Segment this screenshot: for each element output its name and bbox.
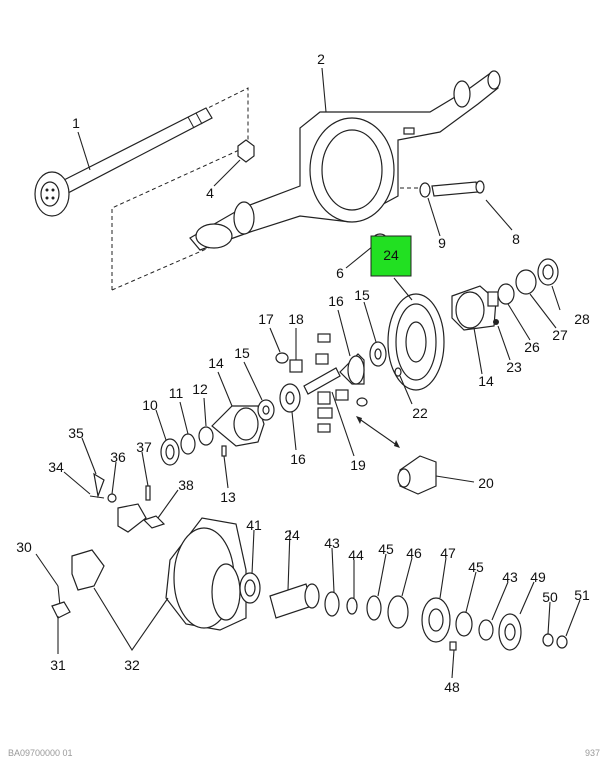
callout-32: 32 [124,657,140,673]
callout-15-lower: 15 [234,345,250,361]
axle-housing[interactable] [189,70,501,251]
callout-45-right: 45 [468,559,484,575]
callout-45-left: 45 [378,541,394,557]
highlight-box-24[interactable]: 24 [370,235,412,277]
callout-38: 38 [178,477,194,493]
callout-31: 31 [50,657,66,673]
callout-10: 10 [142,397,158,413]
callout-16-lower: 16 [290,451,306,467]
carrier-housing[interactable] [165,517,247,631]
callout-11: 11 [169,385,184,401]
figure-code: BA09700000 01 [8,748,73,758]
callout-24-highlight: 24 [383,247,399,263]
callout-1: 1 [72,115,80,131]
callout-8: 8 [512,231,520,247]
callout-17: 17 [258,311,274,327]
bearing-cap-lower[interactable] [51,549,105,619]
callout-27: 27 [552,327,568,343]
callout-15-upper: 15 [354,287,370,303]
callout-labels: 1 2 4 6 8 9 15 16 17 18 28 27 26 23 14 2… [16,51,590,695]
callout-19: 19 [350,457,366,473]
callout-14-lower: 14 [208,355,224,371]
callout-43-right: 43 [502,569,518,585]
callout-14-upper: 14 [478,373,494,389]
axle-shaft[interactable] [34,107,213,217]
page-code: 937 [585,748,600,758]
side-gear-lower[interactable] [279,383,301,413]
side-gear-upper[interactable] [339,353,365,385]
differential-case-upper[interactable] [451,285,499,331]
bolt-part-8[interactable] [431,180,485,197]
callout-46: 46 [406,545,422,561]
callout-2: 2 [317,51,325,67]
bearing-part-41[interactable] [239,572,261,604]
callout-44: 44 [348,547,364,563]
ring-gear[interactable] [387,293,445,391]
nut-part-4[interactable] [237,139,255,163]
washer-part-9[interactable] [419,182,431,198]
callout-28: 28 [574,311,590,327]
pin-part-22[interactable] [394,367,402,377]
callout-18: 18 [288,311,304,327]
callout-22: 22 [412,405,428,421]
callout-26: 26 [524,339,540,355]
yoke-part-20[interactable] [397,455,437,495]
callout-16-upper: 16 [328,293,344,309]
leader-lines [35,67,581,679]
thrust-washer-lower[interactable] [257,399,275,421]
pinion-bearing-stack[interactable] [324,591,568,651]
callout-4: 4 [206,185,214,201]
callout-51: 51 [574,587,590,603]
callout-23: 23 [506,359,522,375]
callout-20: 20 [478,475,494,491]
differential-spider-assembly[interactable] [275,333,368,433]
differential-case-lower[interactable] [211,405,265,447]
callout-24-lower: 24 [284,527,300,543]
callout-43-left: 43 [324,535,340,551]
callout-36: 36 [110,449,126,465]
direction-arrow [356,416,400,448]
callout-47: 47 [440,545,456,561]
callout-49: 49 [530,569,546,585]
callout-6: 6 [336,265,344,281]
callout-34: 34 [48,459,64,475]
callout-35: 35 [68,425,84,441]
callout-12: 12 [192,381,208,397]
callout-50: 50 [542,589,558,605]
callout-41: 41 [246,517,262,533]
thrust-washer-upper[interactable] [369,341,387,367]
pinion-gear[interactable] [269,583,320,619]
callout-30: 30 [16,539,32,555]
callout-37: 37 [136,439,152,455]
callout-48: 48 [444,679,460,695]
bearing-stack-left[interactable] [160,426,227,466]
callout-9: 9 [438,235,446,251]
callout-13: 13 [220,489,236,505]
bearing-cap-upper[interactable] [89,472,166,533]
bearing-stack-right[interactable] [493,258,559,325]
